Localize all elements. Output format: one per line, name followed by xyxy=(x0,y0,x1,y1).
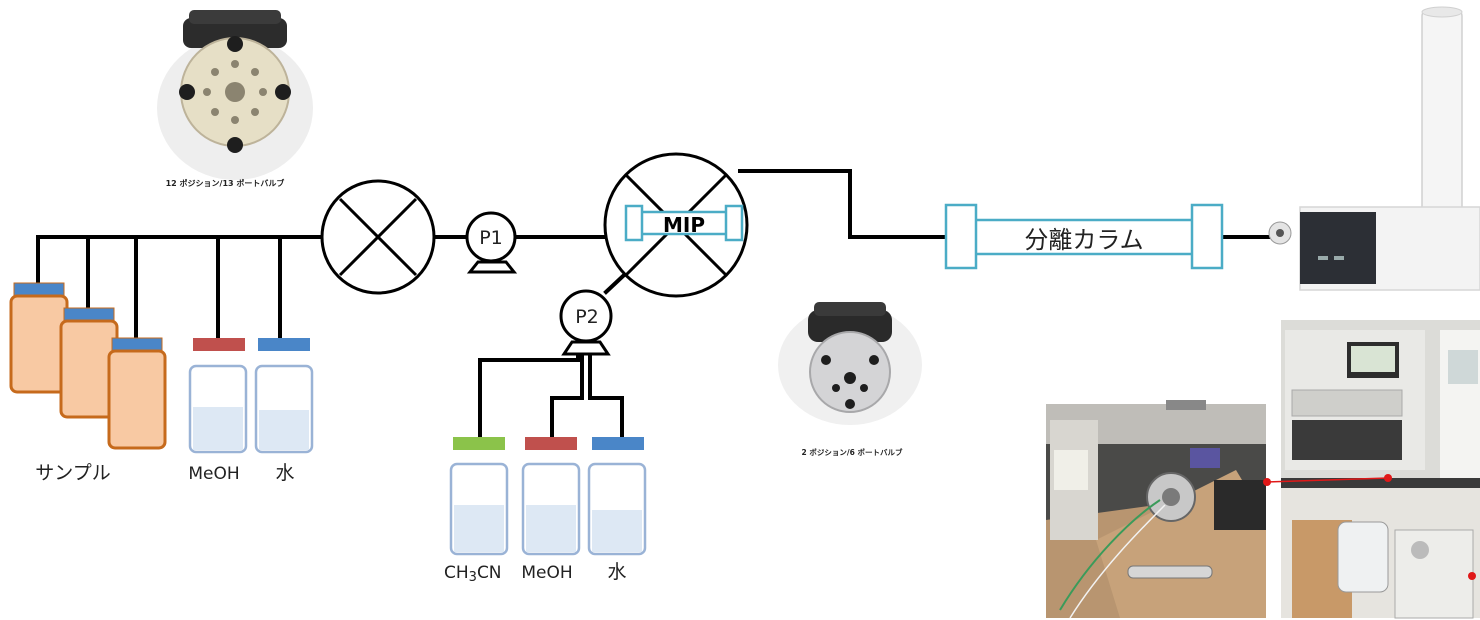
left-meoh-label: MeOH xyxy=(188,464,239,484)
p2-meoh-liquid xyxy=(526,505,576,552)
p2-water-cap xyxy=(592,437,644,450)
valve12-caption: 12 ポジション/13 ポートバルブ xyxy=(166,178,285,188)
lab-photo-valve-closeup xyxy=(1046,400,1266,618)
mass-spectrometer xyxy=(1269,7,1480,290)
pump-p1-label: P1 xyxy=(479,227,503,249)
pump-p2-label: P2 xyxy=(575,306,599,328)
meoh-cap xyxy=(193,338,245,351)
valve6-photo xyxy=(778,302,922,425)
acn-label: CH3CN xyxy=(444,563,502,585)
sample-cap-1 xyxy=(14,283,64,296)
sample-bottle-1 xyxy=(11,296,67,392)
sample-cap-2 xyxy=(64,308,114,321)
sample-bottles xyxy=(11,283,165,448)
left-reagent-bottles xyxy=(190,338,312,452)
acn-liquid xyxy=(454,505,504,552)
water-cap xyxy=(258,338,310,351)
column-label: 分離カラム xyxy=(1024,226,1143,254)
p2-meoh-label: MeOH xyxy=(521,563,572,583)
p2-reagent-bottles xyxy=(451,437,645,554)
acn-cap xyxy=(453,437,505,450)
valve6-caption: 2 ポジション/6 ポートバルブ xyxy=(802,447,903,457)
mip-label: MIP xyxy=(663,213,705,237)
p2-meoh-cap xyxy=(525,437,577,450)
selector-valve xyxy=(322,181,434,293)
sample-label: サンプル xyxy=(35,462,110,484)
p2-water-label: 水 xyxy=(607,561,626,583)
p2-bottle-lines xyxy=(480,355,622,437)
sample-bottle-3 xyxy=(109,351,165,448)
water-liquid xyxy=(259,410,309,450)
lab-photo-instrument xyxy=(1281,320,1480,618)
sample-cap-3 xyxy=(112,338,162,351)
p2-water-liquid xyxy=(592,510,642,552)
meoh-liquid xyxy=(193,407,243,450)
outlet-line xyxy=(740,171,946,237)
valve12-photo xyxy=(157,10,313,180)
left-water-label: 水 xyxy=(275,462,294,484)
